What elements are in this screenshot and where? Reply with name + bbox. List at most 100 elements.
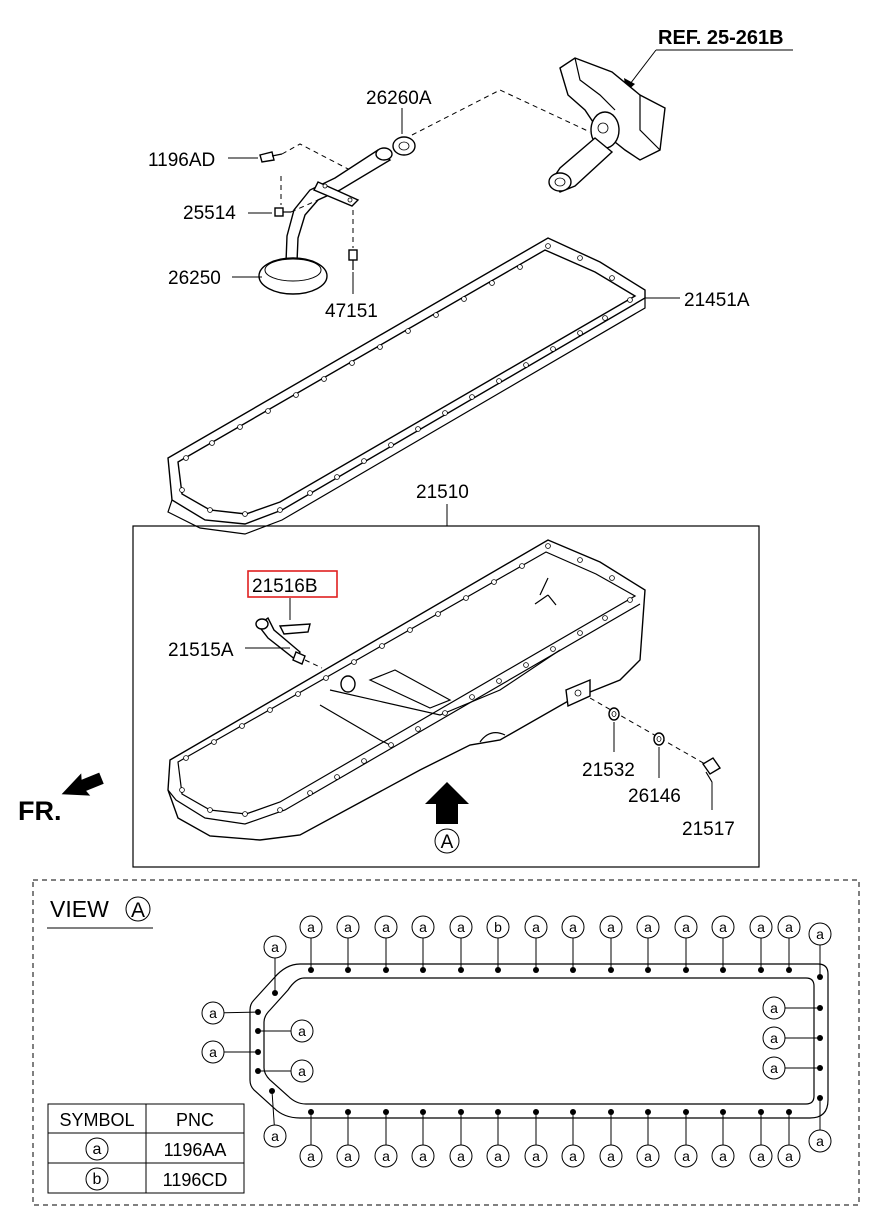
left-callout-5-label[interactable]: a — [298, 1063, 306, 1079]
label-21510[interactable]: 21510 — [416, 482, 469, 503]
view-title-marker-circle — [125, 896, 151, 922]
left-callout-5-circle — [290, 1059, 314, 1083]
bottom-callout-8-label[interactable]: a — [569, 1148, 577, 1164]
bottom-callout-10-bolt-dot — [645, 1109, 651, 1115]
right-callout-2-circle — [762, 996, 786, 1020]
label-26146[interactable]: 26146 — [628, 786, 681, 807]
bottom-callout-14-bolt-dot — [786, 1109, 792, 1115]
left-callout-4-label[interactable]: a — [209, 1044, 217, 1060]
top-callout-10-label[interactable]: a — [644, 919, 652, 935]
table-symbol-b[interactable]: b — [93, 1171, 102, 1188]
label-21451a[interactable]: 21451A — [684, 290, 750, 311]
bottom-callout-8-bolt-dot — [570, 1109, 576, 1115]
top-callout-2-label[interactable]: a — [344, 919, 352, 935]
bottom-callout-2-label[interactable]: a — [344, 1148, 352, 1164]
label-1196ad[interactable]: 1196AD — [148, 150, 215, 171]
label-25514[interactable]: 25514 — [183, 203, 236, 224]
ref-label[interactable]: REF. 25-261B — [658, 27, 784, 49]
drain-plug-21517 — [701, 757, 722, 783]
right-callout-5-label[interactable]: a — [816, 1133, 824, 1149]
bottom-callout-11-circle — [674, 1144, 698, 1168]
bolt-1196ad — [259, 151, 283, 163]
left-callout-2-label[interactable]: a — [209, 1005, 217, 1021]
bottom-callout-9-label[interactable]: a — [607, 1148, 615, 1164]
top-callout-9-label[interactable]: a — [607, 919, 615, 935]
top-callout-5-label[interactable]: a — [457, 919, 465, 935]
bottom-callout-4-circle — [411, 1144, 435, 1168]
top-callout-5-circle — [449, 915, 473, 939]
drain-washer-21532 — [608, 707, 620, 721]
table-header-pnc[interactable]: PNC — [176, 1110, 214, 1130]
top-callout-13-bolt-dot — [758, 967, 764, 973]
bottom-callout-11-label[interactable]: a — [682, 1148, 690, 1164]
label-21516b[interactable]: 21516B — [252, 576, 318, 597]
view-marker-label[interactable]: A — [441, 832, 454, 853]
bottom-callout-3-label[interactable]: a — [382, 1148, 390, 1164]
oil-pipe-21515a — [255, 616, 311, 665]
top-callout-1-label[interactable]: a — [307, 919, 315, 935]
drain-gasket-26146 — [653, 732, 665, 746]
bottom-callout-1-label[interactable]: a — [307, 1148, 315, 1164]
top-callout-11-circle — [674, 915, 698, 939]
view-marker-circle — [434, 828, 460, 854]
right-callout-5-circle — [808, 1129, 832, 1153]
left-callout-1-bolt-dot — [272, 990, 278, 996]
bottom-callout-9-bolt-dot — [608, 1109, 614, 1115]
bolt-25514-dash-2 — [290, 199, 319, 213]
left-callout-2-bolt-dot — [255, 1009, 261, 1015]
right-callout-3-bolt-dot — [817, 1035, 823, 1041]
bottom-callout-8-circle — [561, 1144, 585, 1168]
table-symbol-a[interactable]: a — [93, 1141, 102, 1158]
label-21532[interactable]: 21532 — [582, 760, 635, 781]
right-callout-4-label[interactable]: a — [770, 1060, 778, 1076]
left-callout-1-label[interactable]: a — [271, 939, 279, 955]
left-callout-6-label[interactable]: a — [271, 1128, 279, 1144]
oil-pan-group-box — [132, 525, 760, 868]
bottom-callout-11-bolt-dot — [683, 1109, 689, 1115]
bottom-callout-6-circle — [486, 1144, 510, 1168]
top-callout-14-label[interactable]: a — [785, 919, 793, 935]
top-callout-6-label[interactable]: b — [494, 919, 502, 935]
top-callout-11-label[interactable]: a — [682, 919, 690, 935]
top-callout-12-circle — [711, 915, 735, 939]
label-21517[interactable]: 21517 — [682, 819, 735, 840]
bottom-callout-4-label[interactable]: a — [419, 1148, 427, 1164]
front-label[interactable]: FR. — [18, 796, 62, 826]
top-callout-7-label[interactable]: a — [532, 919, 540, 935]
label-26260a[interactable]: 26260A — [366, 88, 432, 109]
table-pnc-b[interactable]: 1196CD — [163, 1170, 228, 1190]
view-title-marker[interactable]: A — [131, 899, 145, 922]
bottom-callout-1-circle — [299, 1144, 323, 1168]
pipe-dash — [304, 659, 323, 669]
bottom-callout-14-circle — [777, 1144, 801, 1168]
bottom-callout-12-label[interactable]: a — [719, 1148, 727, 1164]
top-callout-9-bolt-dot — [608, 967, 614, 973]
bottom-callout-7-label[interactable]: a — [532, 1148, 540, 1164]
bottom-callout-6-label[interactable]: a — [494, 1148, 502, 1164]
symbol-table: SYMBOL PNC a 1196AA b 1196CD — [47, 1103, 245, 1194]
left-callout-3-bolt-dot — [255, 1028, 261, 1034]
top-callout-8-label[interactable]: a — [569, 919, 577, 935]
view-title[interactable]: VIEW — [50, 896, 109, 922]
bottom-callout-2-bolt-dot — [345, 1109, 351, 1115]
left-callout-3-label[interactable]: a — [298, 1023, 306, 1039]
right-callout-3-label[interactable]: a — [770, 1030, 778, 1046]
bottom-callout-5-label[interactable]: a — [457, 1148, 465, 1164]
top-callout-3-label[interactable]: a — [382, 919, 390, 935]
front-arrow-icon — [61, 772, 104, 796]
table-header-symbol[interactable]: SYMBOL — [59, 1110, 134, 1130]
top-callout-4-label[interactable]: a — [419, 919, 427, 935]
label-26250[interactable]: 26250 — [168, 268, 221, 289]
label-21515a[interactable]: 21515A — [168, 640, 234, 661]
highlight-box-21516b — [247, 570, 338, 598]
right-callout-1-label[interactable]: a — [816, 926, 824, 942]
bottom-callout-13-label[interactable]: a — [757, 1148, 765, 1164]
bottom-callout-14-label[interactable]: a — [785, 1148, 793, 1164]
bottom-callout-3-bolt-dot — [383, 1109, 389, 1115]
bottom-callout-10-label[interactable]: a — [644, 1148, 652, 1164]
right-callout-2-label[interactable]: a — [770, 1000, 778, 1016]
top-callout-13-label[interactable]: a — [757, 919, 765, 935]
label-47151[interactable]: 47151 — [325, 301, 378, 322]
top-callout-12-label[interactable]: a — [719, 919, 727, 935]
table-pnc-a[interactable]: 1196AA — [164, 1140, 227, 1160]
